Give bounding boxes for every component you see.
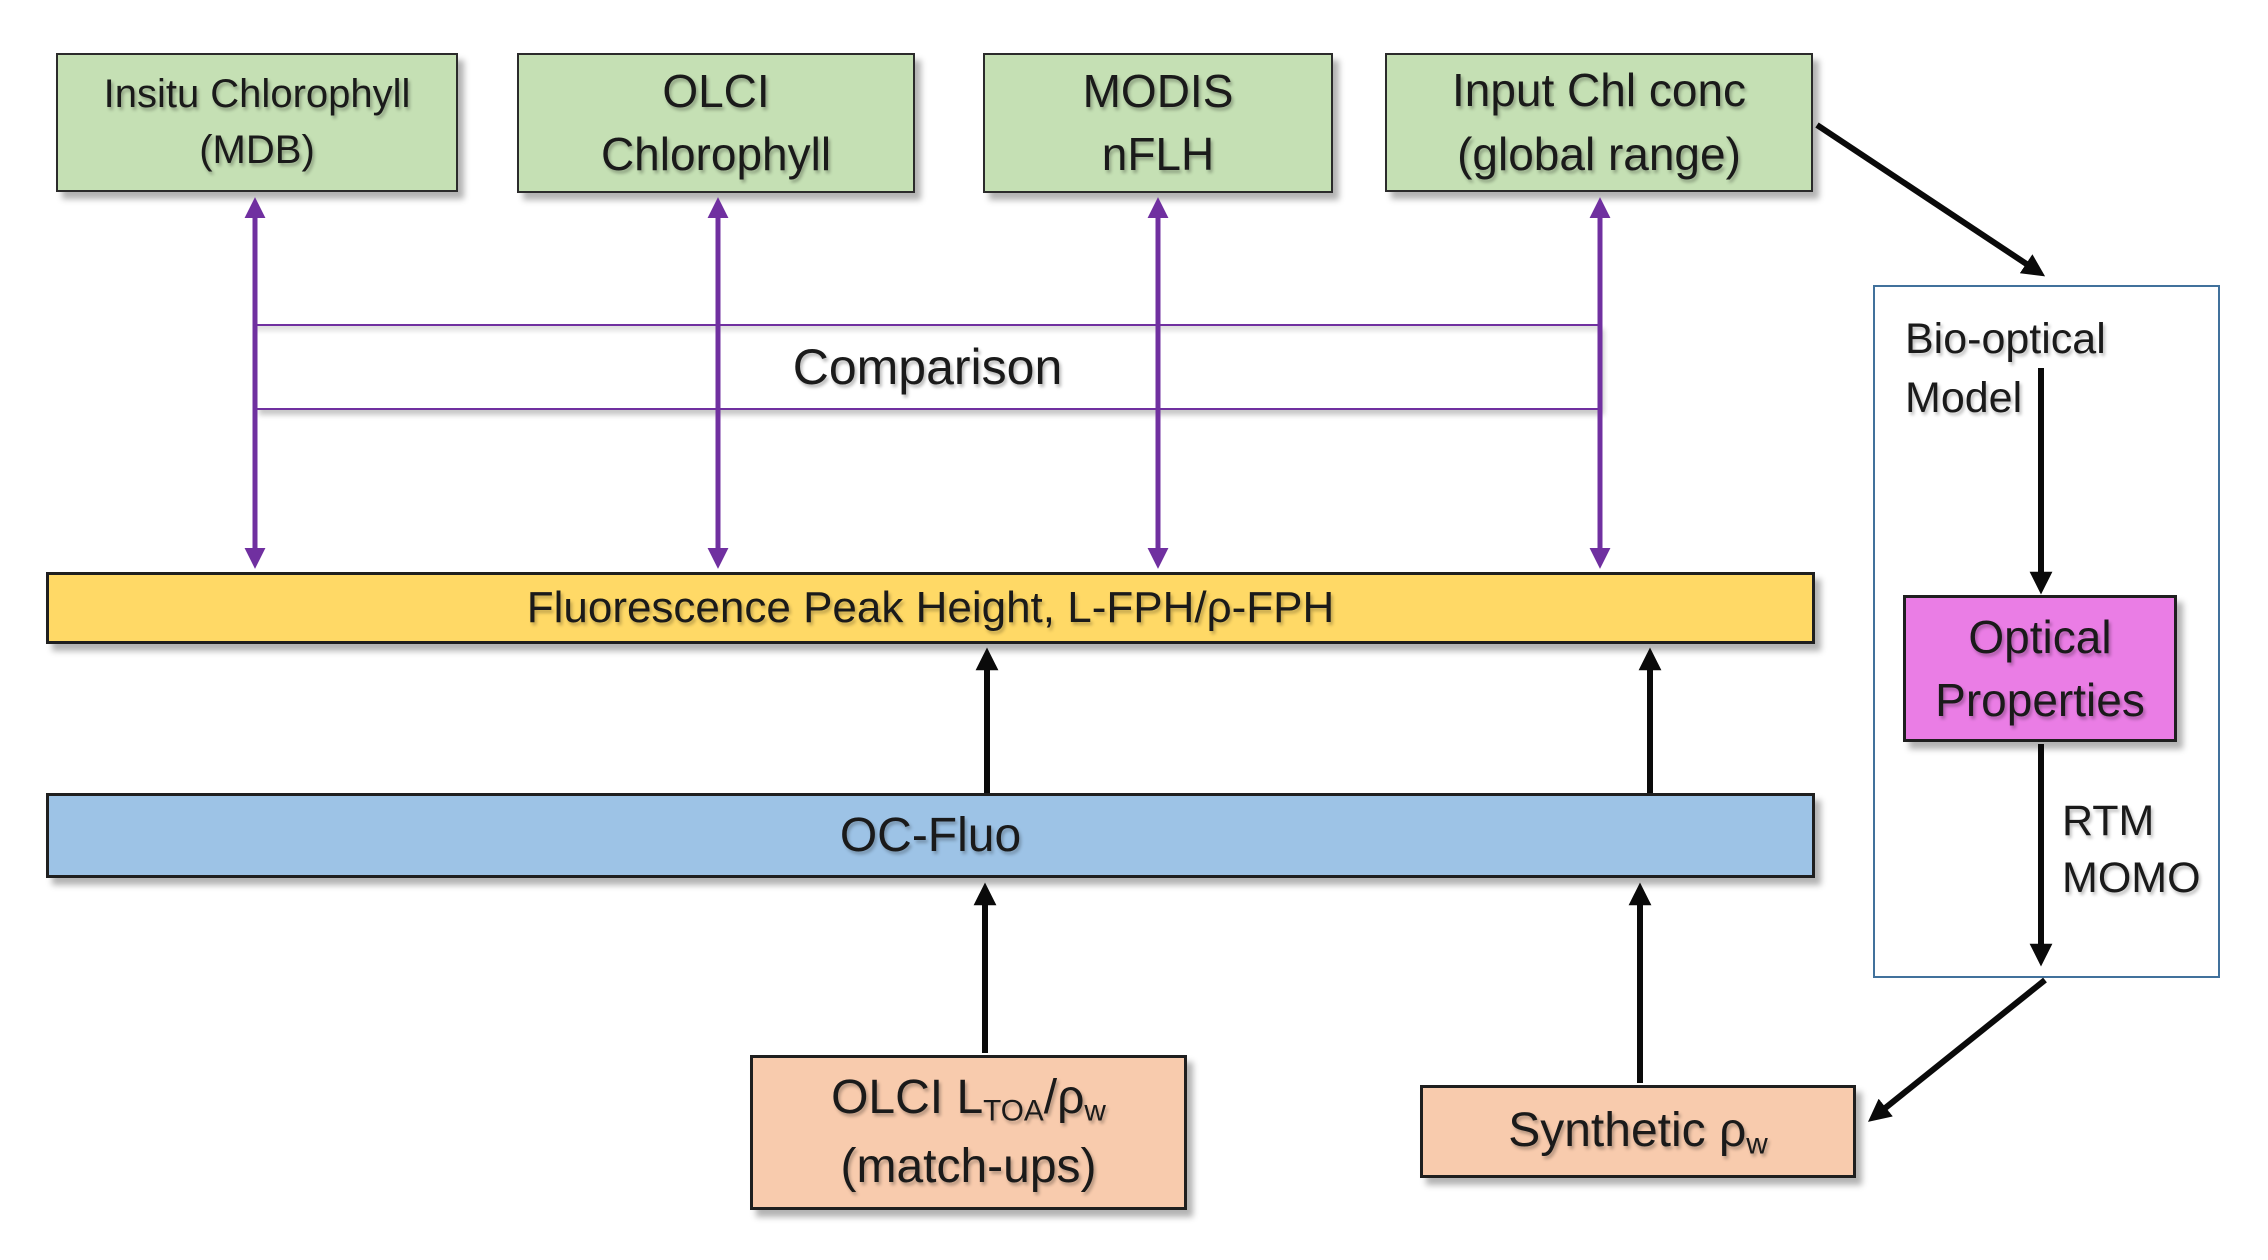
box-insitu-line1: Insitu Chlorophyll [103,72,411,117]
bio-optical-label-line1: Bio-optical [1905,315,2106,363]
arrow-biooptical-to-synthetic [1867,977,2047,1122]
box-olci-line1: OLCI [662,64,770,117]
comparison-label: Comparison [792,339,1063,395]
bar-fluorescence-peak-height: Fluorescence Peak Height, L-FPH/ρ-FPH [46,572,1815,644]
rtm-label-line1: RTM [2062,797,2155,845]
box-insitu-chlorophyll: Insitu Chlorophyll (MDB) [56,53,458,192]
rtm-momo-label: RTM MOMO [2062,793,2232,907]
box-input-line2: (global range) [1457,127,1741,180]
box-olci-ltoa-matchups: OLCI LTOA/ρw (match-ups) [750,1055,1187,1210]
box-modis-line2: nFLH [1101,128,1215,180]
box-optical-properties: Optical Properties [1903,595,2177,742]
box-input-chl-conc: Input Chl conc (global range) [1385,53,1813,192]
comparison-band: Comparison [255,324,1600,410]
box-optical-line1: Optical [1968,611,2112,664]
box-input-line1: Input Chl conc [1451,64,1747,117]
box-synthetic-rho-w: Synthetic ρw [1420,1085,1856,1178]
box-olci-ltoa-line1: OLCI LTOA/ρw [831,1071,1106,1128]
bar-oc-fluo: OC-Fluo [46,793,1815,878]
rtm-label-line2: MOMO [2062,854,2201,903]
box-optical-line2: Properties [1935,673,2145,726]
box-olci-ltoa-line2: (match-ups) [840,1139,1097,1193]
arrow-inputchl-to-biooptical [1815,122,2046,277]
box-insitu-line2: (MDB) [199,127,315,172]
box-olci-line2: Chlorophyll [600,128,832,180]
bar-fph-label: Fluorescence Peak Height, L-FPH/ρ-FPH [526,583,1335,632]
bar-oc-fluo-label: OC-Fluo [839,809,1022,862]
bio-optical-label-line2: Model [1905,374,2023,423]
box-olci-chlorophyll: OLCI Chlorophyll [517,53,915,193]
box-modis-line1: MODIS [1082,64,1234,117]
bio-optical-model-label: Bio-optical Model [1905,310,2125,429]
box-modis-nflh: MODIS nFLH [983,53,1333,193]
box-synthetic-label: Synthetic ρw [1508,1104,1768,1161]
